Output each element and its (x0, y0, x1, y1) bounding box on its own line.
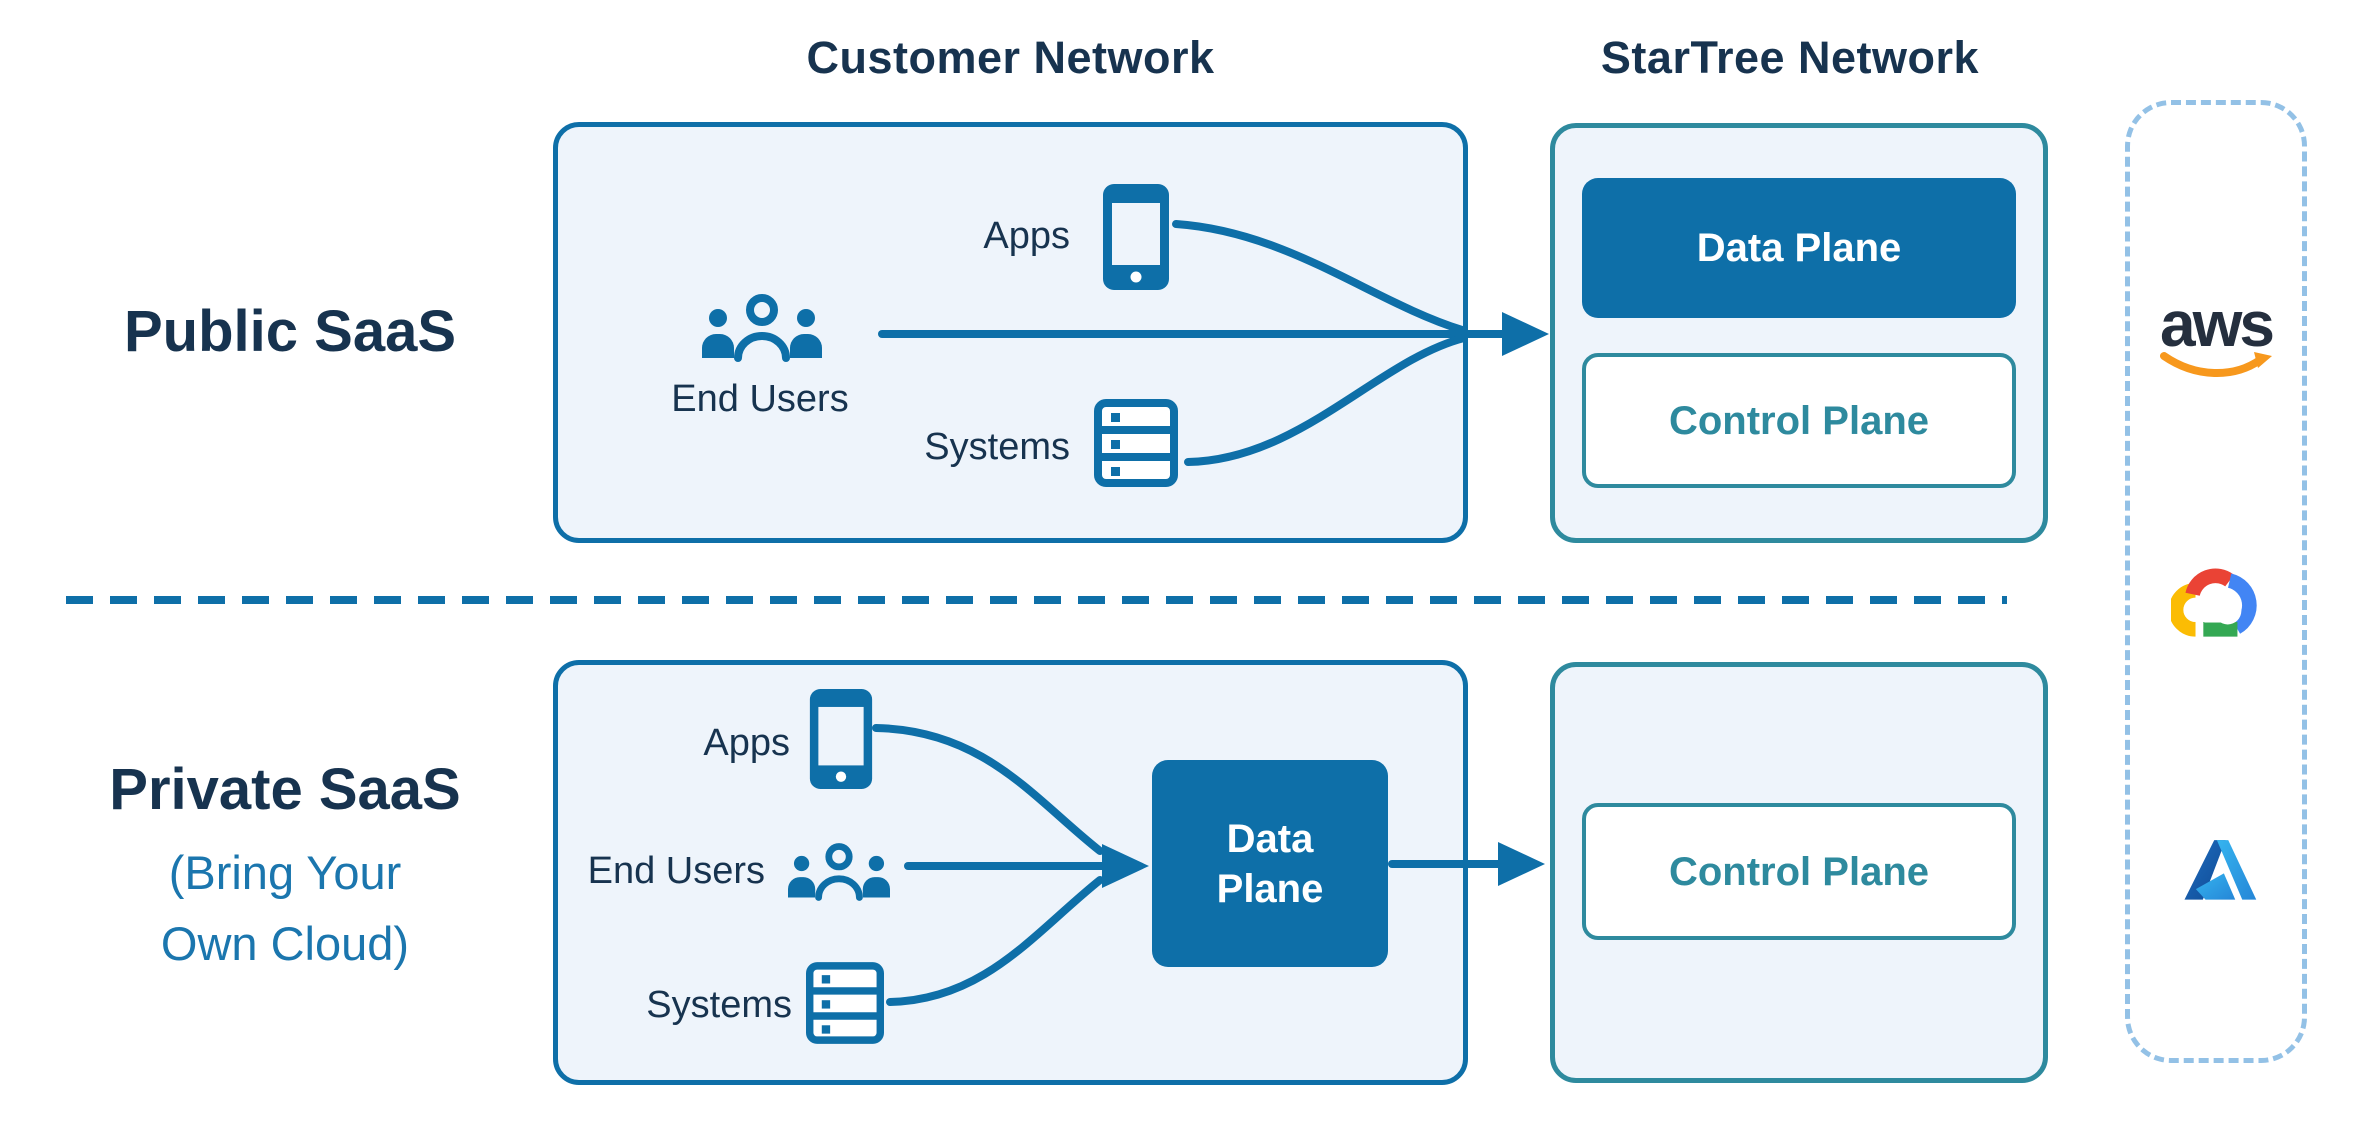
private-saas-subtitle: (Bring Your Own Cloud) (40, 838, 530, 979)
end-users-icon (702, 294, 822, 362)
azure-icon (2184, 840, 2257, 900)
end-users-icon (788, 843, 890, 901)
systems-server-icon (1094, 399, 1178, 487)
public-apps-label: Apps (983, 215, 1070, 257)
public-control-plane-box: Control Plane (1582, 353, 2016, 488)
google-cloud-logo (2171, 565, 2261, 643)
aws-logo: aws (2158, 288, 2275, 381)
smartphone-icon (1103, 184, 1169, 290)
aws-wordmark: aws (2160, 288, 2275, 360)
smartphone-icon (809, 689, 873, 789)
arrowhead (1502, 312, 1549, 356)
private-control-plane-box: Control Plane (1582, 803, 2016, 940)
arrowhead (1498, 842, 1545, 886)
private-systems-label: Systems (646, 984, 792, 1026)
private-apps-label: Apps (703, 722, 790, 764)
cloud-providers-rail: aws (2125, 100, 2307, 1063)
public-systems-label: Systems (924, 426, 1070, 468)
private-end-users-label: End Users (587, 850, 765, 892)
subtitle-line-1: (Bring Your (168, 846, 402, 899)
public-customer-network-box (553, 122, 1468, 543)
azure-logo (2174, 831, 2258, 907)
subtitle-line-2: Own Cloud) (160, 916, 410, 970)
private-data-plane-label: Data Plane (1216, 816, 1324, 911)
public-saas-title: Public SaaS (123, 299, 457, 364)
private-saas-title: Private SaaS (109, 757, 461, 822)
google-cloud-icon (2171, 568, 2257, 637)
aws-smile-icon (2160, 352, 2272, 378)
public-end-users-label: End Users (671, 378, 849, 420)
customer-network-header: Customer Network (806, 32, 1215, 83)
public-data-plane-box: Data Plane (1582, 178, 2016, 318)
startree-network-header: StarTree Network (1600, 32, 1980, 83)
systems-server-icon (806, 962, 884, 1044)
private-data-plane-box: Data Plane (1152, 760, 1388, 967)
